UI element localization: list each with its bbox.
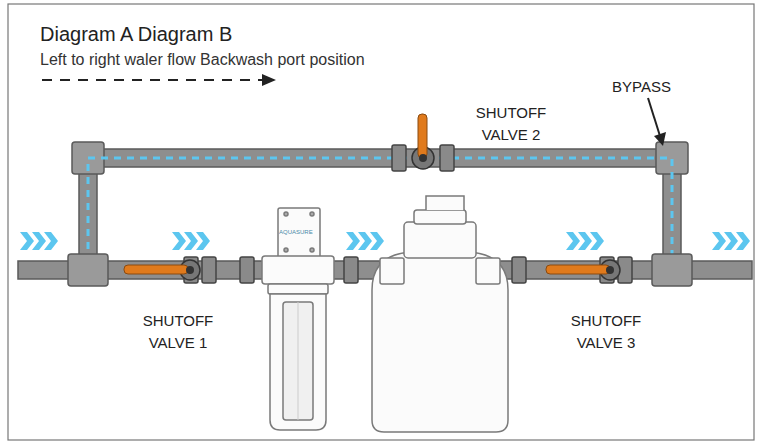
valve-label: SHUTOFF VALVE 3 bbox=[556, 310, 656, 354]
brand-mark: AQUASURE bbox=[279, 229, 313, 236]
frame bbox=[8, 4, 754, 440]
diagram-title: Diagram A Diagram B bbox=[40, 22, 232, 46]
shutoff-valve bbox=[124, 260, 200, 280]
valve-label: SHUTOFF VALVE 1 bbox=[128, 310, 228, 354]
flow-arrow bbox=[42, 74, 276, 86]
main-pipe bbox=[18, 254, 752, 286]
leader-arrow bbox=[648, 98, 666, 146]
valve-label: SHUTOFF VALVE 2 bbox=[456, 102, 566, 146]
bypass-flow bbox=[88, 158, 672, 262]
filter-tank bbox=[372, 196, 508, 432]
bypass-pipe bbox=[72, 142, 688, 269]
bypass-label: BYPASS bbox=[612, 78, 671, 96]
shutoff-valve bbox=[412, 114, 434, 169]
subtitle: Left to right waler flow Backwash port p… bbox=[40, 50, 365, 69]
filter-housing bbox=[262, 208, 334, 430]
flow-chevrons bbox=[20, 232, 750, 250]
shutoff-valve bbox=[546, 260, 620, 280]
